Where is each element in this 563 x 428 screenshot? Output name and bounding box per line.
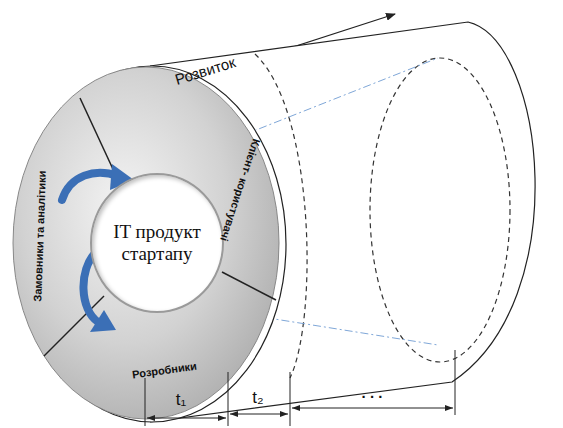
product-circle: IT продукт стартапу — [90, 173, 224, 313]
dimension-label: . . . — [362, 384, 383, 401]
dimension-label: t₂ — [252, 388, 263, 408]
product-label: IT продукт стартапу — [105, 221, 209, 265]
dimension-label: t₁ — [176, 390, 186, 410]
